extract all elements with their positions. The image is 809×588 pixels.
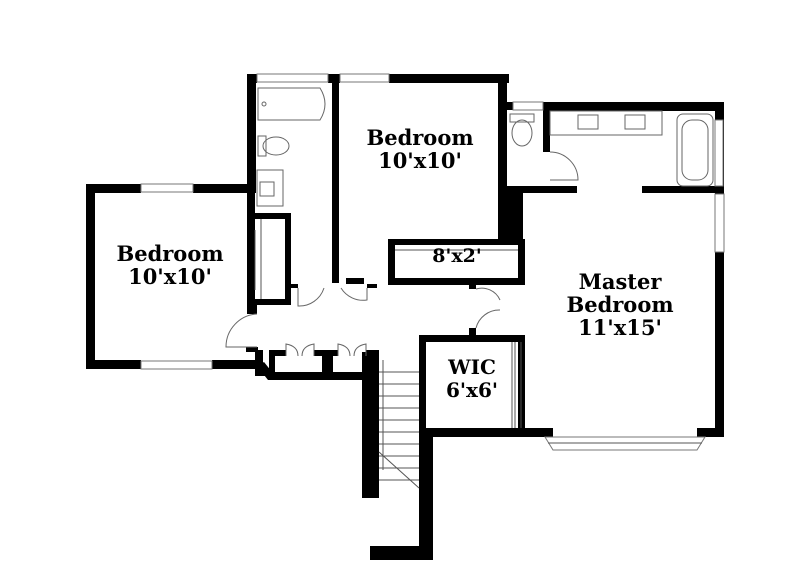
doors [225,151,579,428]
wall [419,335,426,437]
bedroom-top-name: Bedroom [366,125,473,150]
bedroom-top-size: 10'x10' [378,148,462,173]
wall [388,239,523,245]
wall [212,360,257,369]
door-swing [225,313,258,348]
wall [498,190,523,244]
wall [518,239,525,285]
wall [543,102,550,152]
wall [290,284,298,288]
toilet-icon [511,119,533,147]
fixtures [254,87,714,489]
toilet-tank-icon [509,113,535,123]
wall [255,350,263,368]
wall [469,283,476,289]
stairs [378,360,420,489]
wall [504,186,577,193]
wall [504,102,513,110]
wall [697,428,724,437]
wall [426,428,526,437]
toilet-icon [262,136,290,156]
wall [247,193,255,308]
door-swing [297,287,325,307]
door-swing [340,287,368,301]
wall [269,350,275,378]
wall [314,350,338,356]
bathtub-icon [257,87,326,121]
wall [388,239,395,284]
wall [362,352,379,498]
wall [322,350,333,378]
windows [140,73,725,451]
sink-icon [624,114,646,130]
wall [419,335,525,342]
wall [269,350,286,356]
window [512,101,544,111]
closet-door [353,343,367,357]
wall [332,83,339,283]
closet-door [285,343,299,357]
closet-size: 8'x2' [432,245,481,267]
window [140,183,194,193]
vanity-icon [256,169,284,207]
wall [285,213,291,305]
wall [346,278,364,284]
sink-icon [577,114,599,130]
wall [523,428,553,437]
master-size: 11'x15' [578,315,662,340]
wall [388,278,525,285]
wall [419,428,433,560]
bedroom-left-size: 10'x10' [128,264,212,289]
toilet-tank-icon [257,135,267,157]
wall [255,213,291,219]
wall [86,360,141,369]
wall [257,362,375,380]
wall [498,74,507,244]
window [140,360,213,370]
window [339,73,390,83]
vanity-icon [549,110,663,136]
wall [642,186,724,193]
wall [246,347,258,352]
wall [86,184,141,193]
closet-door [337,343,351,357]
bedroom-left-name: Bedroom [116,241,223,266]
master-name-line1: Master [579,269,663,294]
wall [247,305,257,314]
door-swing [549,151,579,181]
wic-name: WIC [447,355,496,379]
wall [193,184,256,193]
sink-icon [259,181,275,197]
bathtub-icon [676,113,714,187]
wall [367,284,377,288]
drain-icon [261,101,267,107]
wall [543,102,724,111]
door-swing [475,287,501,301]
wall [715,252,724,437]
closet-door [301,343,315,357]
window [714,193,725,253]
room-labels: Bedroom 10'x10' Bedroom 10'x10' 8'x2' Ma… [116,125,673,402]
wall [255,299,291,305]
wic-size: 6'x6' [446,378,498,402]
wall [370,546,433,560]
wall [389,74,509,83]
wall [469,328,476,335]
wall [86,184,95,369]
wall [366,350,379,356]
wall [247,74,256,193]
window [714,119,724,187]
wall [247,74,257,83]
master-name-line2: Bedroom [566,292,673,317]
bathtub-inner [681,119,709,181]
door-swing [475,309,501,329]
window [256,73,329,83]
wall [328,74,340,83]
